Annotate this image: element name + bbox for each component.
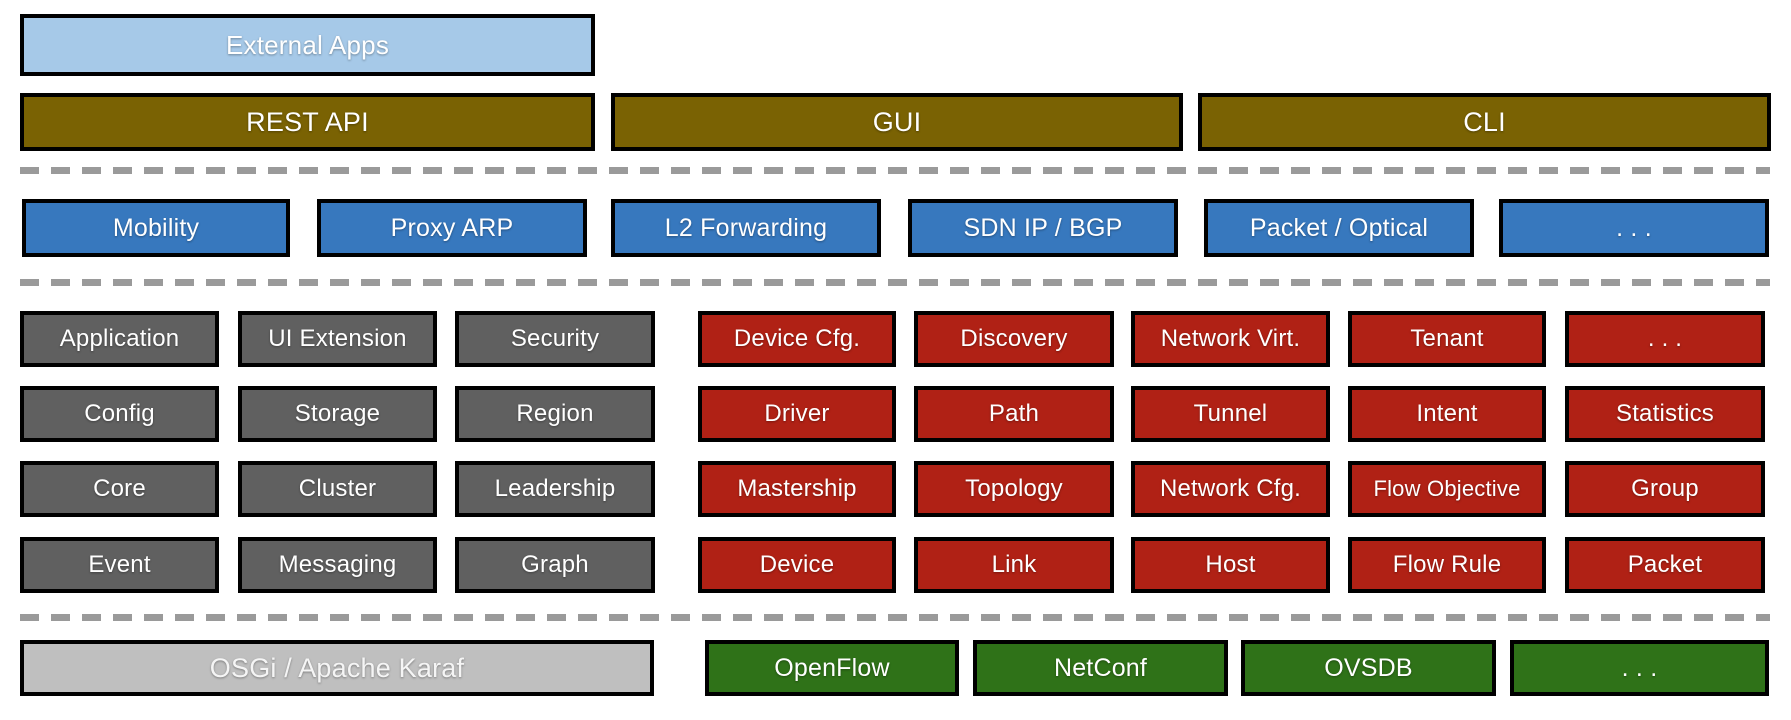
box-cluster: Cluster	[238, 461, 437, 517]
box-topology: Topology	[914, 461, 1114, 517]
box-leadership: Leadership	[455, 461, 655, 517]
box-subsystems-more: . . .	[1565, 311, 1765, 367]
box-cli: CLI	[1198, 93, 1771, 151]
box-tunnel: Tunnel	[1131, 386, 1330, 442]
box-rest-api: REST API	[20, 93, 595, 151]
box-packet-optical: Packet / Optical	[1204, 199, 1474, 257]
box-ovsdb: OVSDB	[1241, 640, 1496, 696]
dashed-separator-bottom	[20, 614, 1770, 621]
box-sdn-ip-bgp: SDN IP / BGP	[908, 199, 1178, 257]
box-event: Event	[20, 537, 219, 593]
box-l2-forwarding: L2 Forwarding	[611, 199, 881, 257]
box-group: Group	[1565, 461, 1765, 517]
box-region: Region	[455, 386, 655, 442]
box-device-cfg: Device Cfg.	[698, 311, 896, 367]
box-driver: Driver	[698, 386, 896, 442]
box-flow-rule: Flow Rule	[1348, 537, 1546, 593]
box-external-apps: External Apps	[20, 14, 595, 76]
dashed-separator-top	[20, 167, 1770, 174]
box-network-virt: Network Virt.	[1131, 311, 1330, 367]
box-packet: Packet	[1565, 537, 1765, 593]
box-discovery: Discovery	[914, 311, 1114, 367]
box-ui-extension: UI Extension	[238, 311, 437, 367]
box-config: Config	[20, 386, 219, 442]
box-mobility: Mobility	[22, 199, 290, 257]
box-protocols-more: . . .	[1510, 640, 1769, 696]
box-network-cfg: Network Cfg.	[1131, 461, 1330, 517]
box-flow-objective: Flow Objective	[1348, 461, 1546, 517]
box-graph: Graph	[455, 537, 655, 593]
box-host: Host	[1131, 537, 1330, 593]
box-device: Device	[698, 537, 896, 593]
box-netconf: NetConf	[973, 640, 1228, 696]
box-application: Application	[20, 311, 219, 367]
box-osgi-apache-karaf: OSGi / Apache Karaf	[20, 640, 654, 696]
box-core: Core	[20, 461, 219, 517]
box-proxy-arp: Proxy ARP	[317, 199, 587, 257]
box-openflow: OpenFlow	[705, 640, 959, 696]
box-path: Path	[914, 386, 1114, 442]
box-storage: Storage	[238, 386, 437, 442]
box-messaging: Messaging	[238, 537, 437, 593]
box-intent: Intent	[1348, 386, 1546, 442]
box-link: Link	[914, 537, 1114, 593]
dashed-separator-middle	[20, 279, 1770, 286]
box-tenant: Tenant	[1348, 311, 1546, 367]
box-statistics: Statistics	[1565, 386, 1765, 442]
box-gui: GUI	[611, 93, 1183, 151]
box-mastership: Mastership	[698, 461, 896, 517]
box-applications-more: . . .	[1499, 199, 1769, 257]
box-security: Security	[455, 311, 655, 367]
